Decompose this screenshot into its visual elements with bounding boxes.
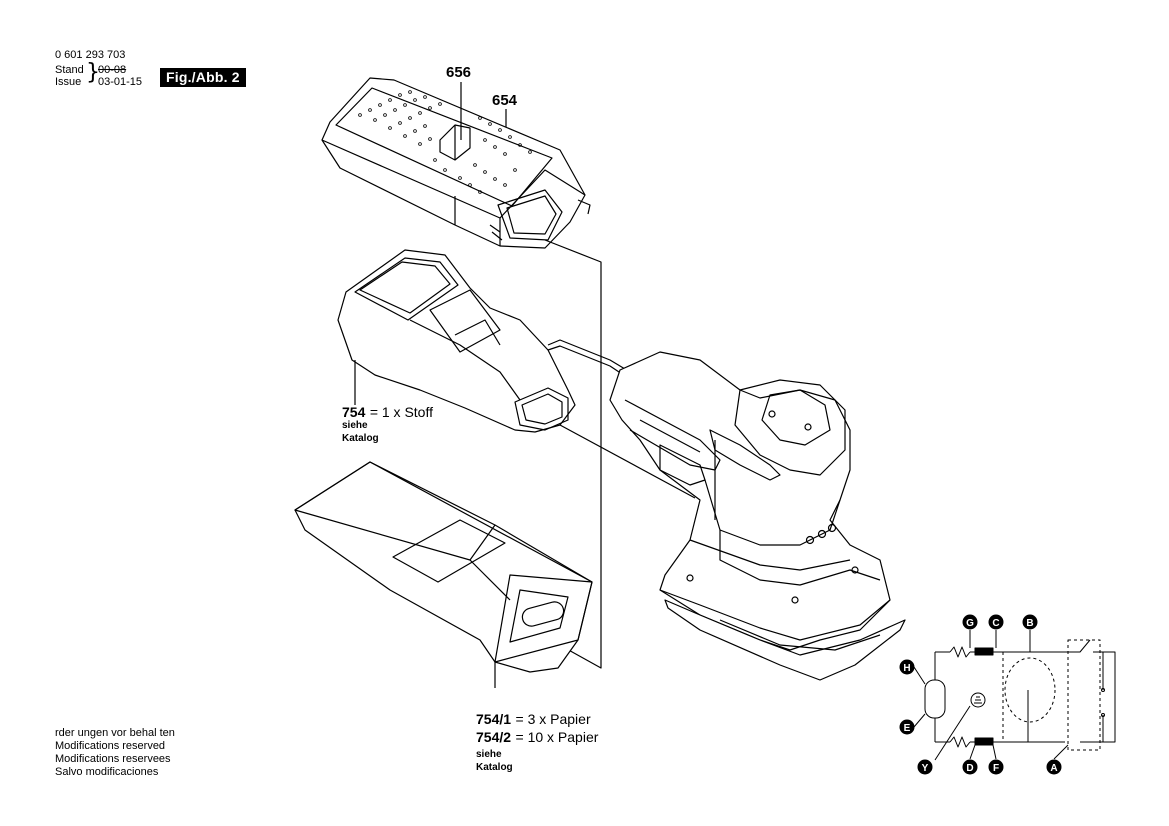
svg-text:D: D [966, 763, 973, 774]
marker-e-icon: E [899, 719, 915, 735]
part-754-2-katalog: Katalog [476, 762, 513, 773]
footer-note-es: Salvo modificaciones [55, 766, 159, 778]
marker-c-icon: C [988, 614, 1004, 630]
footer-note-de: rder ungen vor behal ten [55, 727, 175, 739]
caption-754-2: 754/2 = 10 x Papier [476, 729, 598, 747]
part-754-2-siehe: siehe [476, 749, 502, 760]
marker-h-icon: H [899, 659, 915, 675]
part-label-754-1: 754/1 [476, 711, 512, 727]
footer-note-en: Modifications reserved [55, 740, 166, 752]
circuit-markers: G C B H E Y D F A [899, 614, 1062, 775]
cloth-bag-drawing [337, 249, 576, 433]
stand-label: Stand [55, 64, 84, 76]
issue-date: 03-01-15 [98, 76, 143, 88]
caption-754-1: 754/1 = 3 x Papier [476, 711, 591, 729]
part-number: 0 601 293 703 [55, 49, 126, 61]
svg-text:H: H [903, 663, 910, 674]
part-754-katalog: Katalog [342, 433, 379, 444]
paper-bag-drawing [294, 461, 593, 688]
svg-text:Y: Y [922, 763, 929, 774]
footer-note-fr: Modifications reservees [55, 753, 171, 765]
svg-text:F: F [993, 763, 999, 774]
part-754-2-desc: = 10 x Papier [515, 729, 599, 745]
part-754-desc: = 1 x Stoff [369, 404, 433, 420]
circuit-diagram [924, 639, 1116, 761]
dust-box-drawing [321, 77, 591, 249]
svg-text:E: E [904, 723, 911, 734]
svg-text:A: A [1050, 763, 1057, 774]
caption-754: 754 = 1 x Stoff [342, 404, 433, 422]
figure-badge: Fig./Abb. 2 [160, 68, 246, 87]
stand-date: 00-08 [98, 64, 127, 76]
issue-label: Issue [55, 76, 82, 88]
brace-icon: } [86, 60, 100, 85]
part-label-754: 754 [342, 404, 366, 420]
part-label-656: 656 [446, 64, 472, 81]
marker-g-icon: G [962, 614, 978, 630]
svg-text:B: B [1026, 618, 1033, 629]
marker-f-icon: F [988, 759, 1004, 775]
svg-text:G: G [966, 618, 974, 629]
marker-b-icon: B [1022, 614, 1038, 630]
marker-a-icon: A [1046, 759, 1062, 775]
svg-text:C: C [992, 618, 999, 629]
part-label-654: 654 [492, 92, 518, 109]
part-label-754-2: 754/2 [476, 729, 512, 745]
part-754-1-desc: = 3 x Papier [515, 711, 591, 727]
part-754-siehe: siehe [342, 420, 368, 431]
sander-drawing [547, 339, 906, 681]
marker-y-icon: Y [917, 759, 933, 775]
marker-d-icon: D [962, 759, 978, 775]
